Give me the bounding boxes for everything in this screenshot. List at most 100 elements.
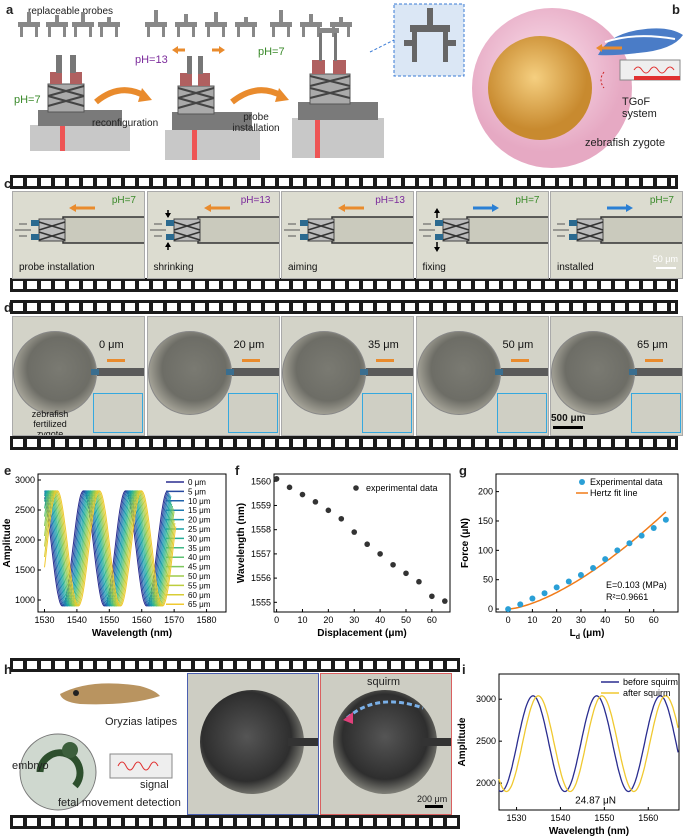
x-tick-label: 1530 [507, 813, 527, 823]
series-line [44, 490, 177, 607]
scale-bar-d [553, 426, 583, 429]
data-point [517, 601, 524, 608]
zoom-inset [227, 393, 278, 433]
data-point [351, 529, 358, 535]
data-point [416, 578, 422, 585]
panel-b-illustration [472, 8, 683, 168]
x-axis-label: Wavelength (nm) [92, 628, 172, 639]
frame-d-4: 50 μm [415, 316, 549, 436]
data-point [312, 499, 319, 505]
arrow-reconfiguration [94, 87, 147, 105]
series-line [498, 695, 679, 793]
x-tick-label: 30 [576, 615, 586, 625]
x-tick-label: 20 [323, 615, 333, 625]
ph-label-a1: pH=7 [14, 94, 41, 106]
displacement-label-1: 0 μm [99, 339, 124, 351]
frame-c-drawing [15, 204, 144, 244]
panel-label-g: g [459, 463, 467, 478]
legend-label: before squirm [623, 677, 678, 687]
y-tick-label: 100 [478, 545, 493, 555]
scale-label-d: 500 μm [551, 413, 586, 424]
data-point [273, 476, 280, 482]
data-point [442, 598, 448, 604]
device-1 [30, 55, 130, 151]
film-strip-h-top [10, 658, 460, 672]
film-strip-c-top [10, 175, 678, 189]
zygote-image [13, 331, 97, 415]
panel-label-d: d [4, 300, 12, 315]
legend-label: 40 μm [188, 553, 211, 562]
ph-label-c-2: pH=13 [240, 195, 271, 206]
signal-label: signal [140, 779, 169, 791]
probe-tip [91, 369, 99, 375]
zygote-yolk [488, 36, 592, 140]
embryo-frame-after: squirm 200 μm [320, 673, 452, 815]
frame-c-drawing [553, 204, 682, 244]
x-tick-label: 50 [624, 615, 634, 625]
data-point [662, 516, 669, 523]
zebrafish-icon [598, 28, 683, 56]
legend-label: 15 μm [188, 506, 211, 515]
legend-label: 10 μm [188, 497, 211, 506]
series-line [44, 490, 170, 607]
zoom-inset [496, 393, 547, 433]
arrow-left-icon [241, 359, 260, 362]
panel-label-b: b [672, 2, 680, 17]
displacement-label-3: 35 μm [368, 339, 399, 351]
x-tick-label: 10 [297, 615, 307, 625]
x-tick-label: 1530 [34, 615, 54, 625]
legend-label: 0 μm [188, 478, 206, 487]
data-point [577, 572, 584, 579]
series-line [44, 490, 175, 607]
y-tick-label: 3000 [15, 475, 35, 485]
y-tick-label: 2000 [476, 778, 496, 788]
legend-marker [579, 479, 585, 485]
y-tick-label: 1500 [15, 565, 35, 575]
data-point [338, 515, 345, 522]
legend-marker [353, 485, 359, 491]
y-tick-label: 50 [483, 575, 493, 585]
ph-label-c-1: pH=7 [111, 195, 136, 206]
y-tick-label: 1558 [251, 525, 271, 535]
panel-label-f: f [235, 463, 240, 478]
panel-label-i: i [462, 662, 466, 677]
legend-label: Hertz fit line [590, 488, 638, 498]
frame-c-1: pH=7 probe installation [12, 191, 145, 279]
x-tick-label: 40 [375, 615, 385, 625]
embryo-frame-before [187, 673, 319, 815]
x-tick-label: 20 [552, 615, 562, 625]
x-tick-label: 10 [527, 615, 537, 625]
y-axis-label: Amplitude [457, 717, 468, 766]
x-tick-label: 1540 [67, 615, 87, 625]
x-axis-label: Wavelength (nm) [549, 826, 629, 837]
legend-label: 5 μm [188, 487, 206, 496]
frame-c-drawing [149, 204, 279, 250]
ph-label-c-5: pH=7 [649, 195, 674, 206]
data-point [529, 595, 536, 602]
y-tick-label: 2500 [15, 505, 35, 515]
zygote-image [282, 331, 366, 415]
legend-label: Experimental data [590, 477, 663, 487]
plot-frame [37, 473, 227, 613]
y-tick-label: 150 [478, 516, 493, 526]
probe-shaft [231, 368, 279, 376]
device-2 [165, 56, 260, 160]
zygote-image [416, 331, 501, 415]
x-tick-label: 1560 [132, 615, 152, 625]
series-line [44, 490, 173, 607]
film-strip-d-top [10, 300, 678, 314]
x-tick-label: 0 [506, 615, 511, 625]
y-tick-label: 3000 [476, 694, 496, 704]
step-label-c-1: probe installation [19, 262, 95, 273]
panel-h-illustration [19, 683, 173, 811]
series-line [498, 695, 679, 793]
y-tick-label: 1555 [251, 597, 271, 607]
x-tick-label: 40 [600, 615, 610, 625]
film-strip-d-bottom [10, 436, 678, 450]
probe-shaft [366, 368, 413, 376]
